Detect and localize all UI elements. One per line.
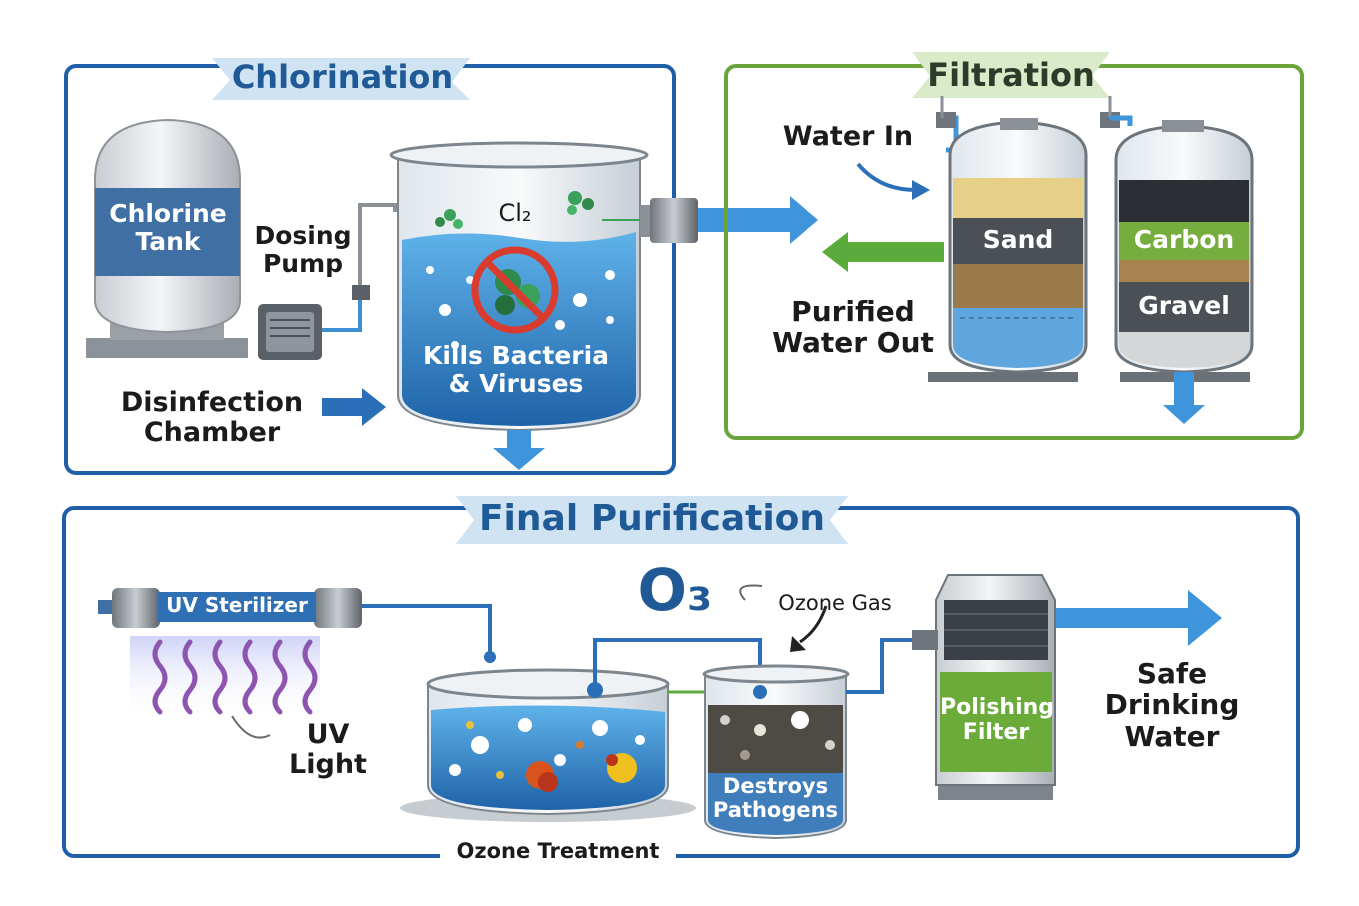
filtration-banner xyxy=(912,52,1110,98)
purified-out-arrow xyxy=(822,232,944,272)
kills-bacteria-label-line1: Kills Bacteria xyxy=(422,341,610,370)
disinfection-chamber xyxy=(389,141,698,432)
purified-water-out-line1: Purified xyxy=(791,295,915,328)
polishing-filter xyxy=(912,574,1056,800)
final-purification-title: Final Purification xyxy=(478,498,826,539)
uv-sterilizer xyxy=(98,588,496,739)
dosing-pump-label-line2: Pump xyxy=(262,249,344,278)
carbon-label: Carbon xyxy=(1133,225,1235,254)
chlorination-title: Chlorination xyxy=(231,58,454,96)
polishing-filter-line1: Polishing xyxy=(940,695,1055,720)
final-banner xyxy=(456,496,848,544)
dosing-pump-label-line1: Dosing xyxy=(254,221,352,250)
carbon-filter xyxy=(1110,115,1254,382)
safe-water-arrow xyxy=(1056,590,1222,646)
destroys-pathogens-line2: Pathogens xyxy=(712,797,839,822)
gravel-label: Gravel xyxy=(1138,291,1230,320)
dosing-pump xyxy=(258,203,397,360)
destroys-pathogens-label: Destroys Pathogens xyxy=(708,774,843,822)
ozone-gas-label: Ozone Gas xyxy=(778,591,892,615)
ozone-basin xyxy=(400,638,762,822)
chlorine-tank-label: Chlorine Tank xyxy=(98,200,238,256)
purified-water-out-label: Purified Water Out xyxy=(770,296,936,359)
to-filtration-arrow xyxy=(698,196,818,244)
sand-label: Sand xyxy=(982,225,1054,254)
final-panel xyxy=(62,496,1300,866)
disinfection-chamber-label-line2: Chamber xyxy=(143,417,281,449)
polishing-filter-label: Polishing Filter xyxy=(940,695,1055,745)
water-in-curve xyxy=(856,162,916,192)
ozone-treatment-label: Ozone Treatment xyxy=(456,839,660,863)
chamber-down-arrow xyxy=(493,430,545,470)
safe-drinking-water-line2: Water xyxy=(1124,719,1220,753)
chlorine-tank xyxy=(86,118,248,358)
chlorine-tank-label-line1: Chlorine xyxy=(109,199,227,228)
chlorine-tank-label-line2: Tank xyxy=(135,227,201,256)
cl2-label: Cl₂ xyxy=(498,199,532,227)
purified-water-out-line2: Water Out xyxy=(772,326,934,360)
disinfection-chamber-label-line1: Disinfection xyxy=(120,387,304,418)
kills-bacteria-label: Kills Bacteria & Viruses xyxy=(410,342,622,398)
filtration-panel xyxy=(724,52,1304,440)
dosing-pump-label: Dosing Pump xyxy=(248,222,358,278)
carbon-down-arrow xyxy=(1163,372,1205,424)
kills-bacteria-label-line2: & Viruses xyxy=(448,369,584,398)
uv-sterilizer-label: UV Sterilizer xyxy=(166,593,308,617)
ozone-chamber xyxy=(702,584,930,840)
filtration-title: Filtration xyxy=(927,56,1095,94)
chamber-arrow xyxy=(322,388,386,426)
chlorination-banner xyxy=(212,58,470,100)
disinfection-chamber-label: Disinfection Chamber xyxy=(112,387,312,449)
polishing-filter-line2: Filter xyxy=(962,719,1030,745)
sand-filter xyxy=(928,118,1088,382)
safe-drinking-water-label: Safe Drinking Water xyxy=(1068,658,1276,752)
safe-drinking-water-line1: Safe Drinking xyxy=(1104,657,1240,722)
o3-label: O₃ xyxy=(637,556,713,624)
chlorination-panel xyxy=(64,58,698,475)
uv-light-label: UV Light xyxy=(289,719,367,781)
water-in-label: Water In xyxy=(782,121,914,152)
destroys-pathogens-line1: Destroys xyxy=(722,774,829,798)
